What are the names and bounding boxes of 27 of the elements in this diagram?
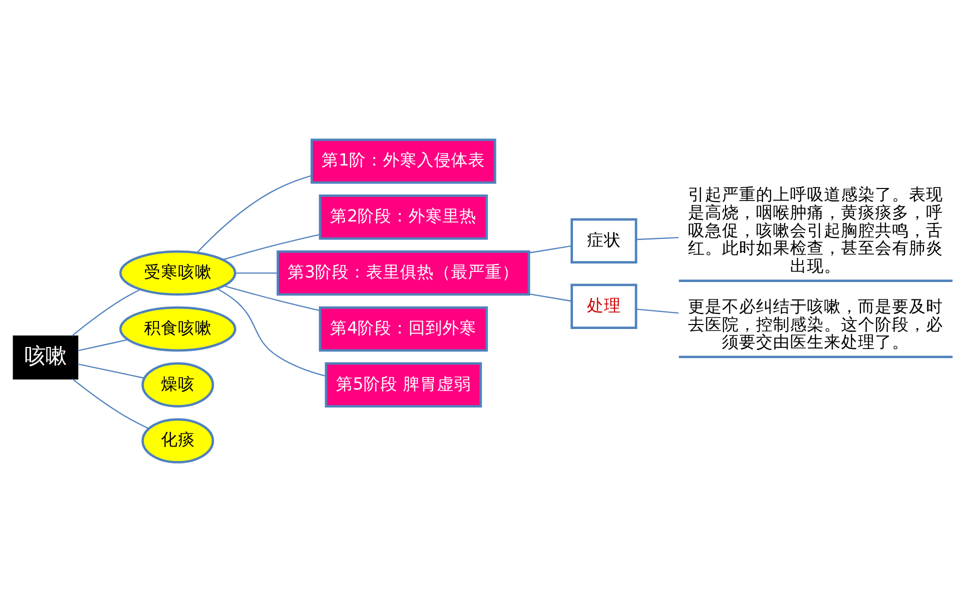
- node-text: 引起严重的上呼吸道感染了。表现是高烧，咽喉肿痛，黄痰痰多，呼吸急促，咳嗽会引起胸腔共鸣，舌红。此时如果检查，甚至会有肺炎出现。: [688, 184, 944, 275]
- node-box: 第5阶段 脾胃虚弱: [324, 362, 482, 407]
- node-box: 第1阶：外寒入侵体表: [310, 138, 496, 184]
- connector: [78, 363, 145, 378]
- node-box: 第4阶段：回到外寒: [318, 306, 488, 352]
- connector: [528, 292, 572, 302]
- connector: [223, 284, 320, 311]
- node-text: 更是不必纠结于咳嗽，而是要及时去医院，控制感染。这个阶段，必须要交由医生来处理了。: [688, 296, 944, 352]
- connector: [528, 244, 572, 253]
- node-box: 咳嗽: [12, 335, 78, 380]
- node-box: 第2阶段：外寒里热: [318, 194, 488, 240]
- connector: [636, 236, 679, 240]
- node-ellipse: 受寒咳嗽: [119, 250, 236, 296]
- connector: [636, 308, 679, 314]
- connector: [71, 288, 141, 336]
- node-ellipse: 积食咳嗽: [119, 306, 236, 352]
- connector: [72, 378, 149, 429]
- node-box: 症状: [570, 218, 638, 264]
- connector: [216, 288, 326, 376]
- connector: [235, 272, 278, 274]
- node-ellipse: 化痰: [141, 418, 214, 463]
- node-box: 处理: [570, 283, 638, 328]
- node-ellipse: 燥咳: [141, 362, 214, 407]
- node-box: 第3阶段：表里俱热（最严重）: [276, 250, 530, 296]
- connector: [78, 338, 128, 351]
- connector: [222, 233, 320, 260]
- connector: [196, 174, 312, 253]
